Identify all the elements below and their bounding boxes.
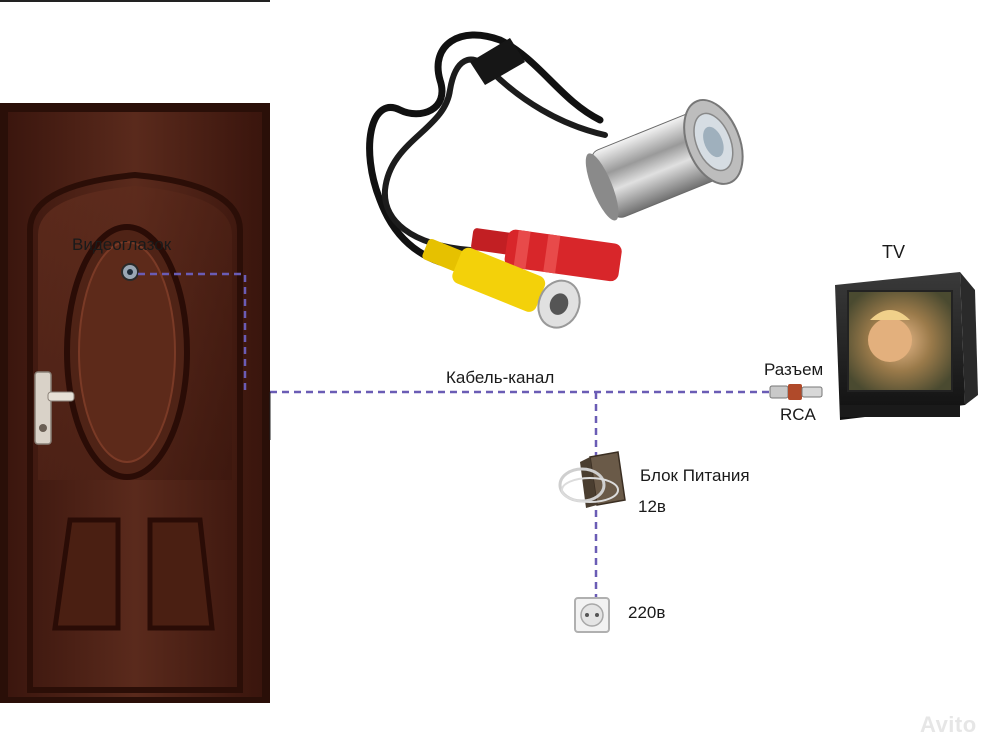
- watermark: Avito: [920, 712, 977, 737]
- power-adapter-icon: [558, 451, 626, 508]
- rca-yellow-plug: [422, 238, 581, 329]
- socket-label: 220в: [628, 603, 666, 622]
- rca-red-plug: [471, 228, 622, 282]
- cable-lines: [138, 272, 770, 598]
- tv-icon: [835, 272, 978, 420]
- power-label-line2: 12в: [638, 497, 666, 516]
- tv-label: TV: [882, 242, 906, 262]
- connector-label-line1: Разъем: [764, 360, 824, 379]
- wall-socket-icon: [574, 597, 610, 633]
- camera-product-photo: [366, 31, 744, 329]
- door-icon: [0, 103, 270, 703]
- cable-channel-label: Кабель-канал: [446, 368, 555, 387]
- peephole-label: Видеоглазок: [72, 235, 172, 254]
- power-label-line1: Блок Питания: [640, 466, 750, 485]
- rca-plug-icon: [769, 384, 823, 400]
- connector-label-line2: RCA: [780, 405, 816, 424]
- peephole-camera-icon: [121, 263, 139, 281]
